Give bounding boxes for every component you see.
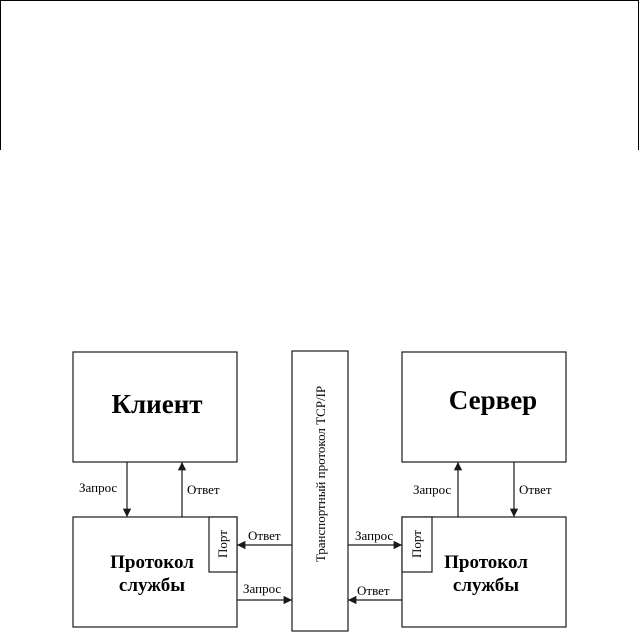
transport-box (291, 350, 349, 632)
client-response-label: Ответ (187, 482, 220, 497)
client-port-label: Порт (215, 530, 230, 558)
server-protocol-line2: службы (453, 575, 519, 596)
server-port-label: Порт (409, 530, 424, 558)
client-request-label: Запрос (79, 480, 117, 495)
client-protocol-line2: службы (119, 575, 185, 596)
server-title: Сервер (449, 385, 537, 415)
client-protocol-line1: Протокол (110, 552, 194, 573)
server-response-label: Ответ (519, 482, 552, 497)
server-box (401, 351, 567, 463)
server-protocol-line1: Протокол (444, 552, 528, 573)
transport-to-server-request-label: Запрос (355, 528, 393, 543)
transport-label: Транспортный протокол TCP/IP (313, 386, 328, 562)
client-to-transport-request-label: Запрос (243, 581, 281, 596)
server-request-label: Запрос (413, 482, 451, 497)
client-box (72, 351, 238, 463)
server-to-transport-response-label: Ответ (357, 583, 390, 598)
transport-to-client-response-label: Ответ (248, 528, 281, 543)
client-title: Клиент (111, 389, 202, 419)
